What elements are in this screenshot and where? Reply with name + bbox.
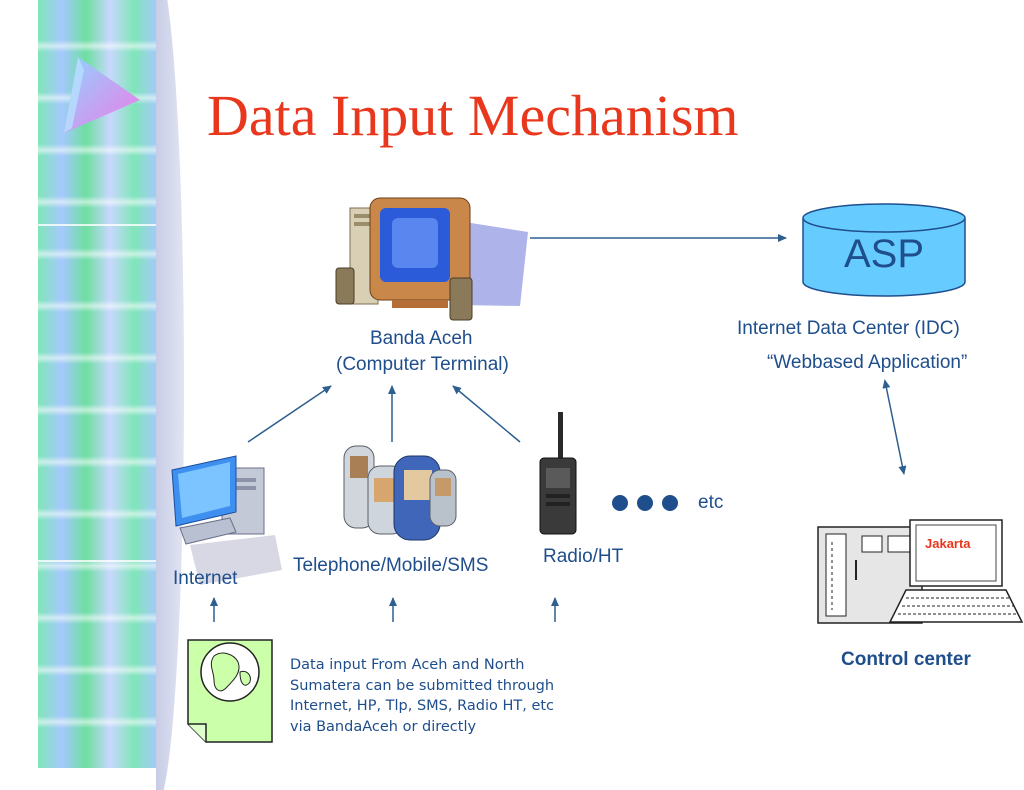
arrow-idc-control-bidirectional [882, 379, 907, 475]
arrow-internet-to-terminal [247, 385, 332, 443]
database-cylinder-icon [802, 203, 966, 297]
mobile-phones-icon [343, 445, 457, 541]
note-text: Data input From Aceh and North Sumatera … [290, 655, 620, 737]
decorative-side-strip [38, 0, 156, 768]
control-screen-text: Jakarta [925, 536, 971, 551]
idc-label-line2: “Webbased Application” [767, 352, 968, 373]
radio-label: Radio/HT [543, 546, 624, 567]
note-line: Data input From Aceh and North [290, 657, 525, 673]
diagram-canvas [64, 57, 1024, 743]
triangle-bullet-icon [64, 57, 140, 133]
ellipsis-dots-icon [612, 495, 678, 511]
page-title: Data Input Mechanism [207, 83, 739, 148]
strip-divider [38, 224, 156, 226]
strip-divider [38, 560, 156, 562]
desktop-computer-icon [171, 455, 282, 585]
asp-label: ASP [843, 232, 925, 276]
idc-label-line1: Internet Data Center (IDC) [737, 318, 960, 339]
terminal-label-line2: (Computer Terminal) [336, 354, 509, 375]
computer-terminal-icon [335, 197, 528, 321]
radio-handset-icon [539, 412, 577, 535]
arrow-radio-to-terminal [452, 385, 521, 443]
internet-label: Internet [173, 568, 238, 589]
note-line: via BandaAceh or directly [290, 718, 477, 735]
flow-arrows [210, 234, 907, 622]
control-center-label: Control center [841, 649, 971, 670]
note-line: Sumatera can be submitted through [290, 677, 555, 694]
telephone-label: Telephone/Mobile/SMS [293, 555, 489, 576]
laptop-server-icon [817, 519, 1024, 624]
globe-document-icon [187, 639, 273, 743]
etc-label: etc [698, 492, 724, 513]
note-line: Internet, HP, Tlp, SMS, Radio HT, etc [290, 698, 555, 714]
terminal-label-line1: Banda Aceh [370, 328, 473, 349]
